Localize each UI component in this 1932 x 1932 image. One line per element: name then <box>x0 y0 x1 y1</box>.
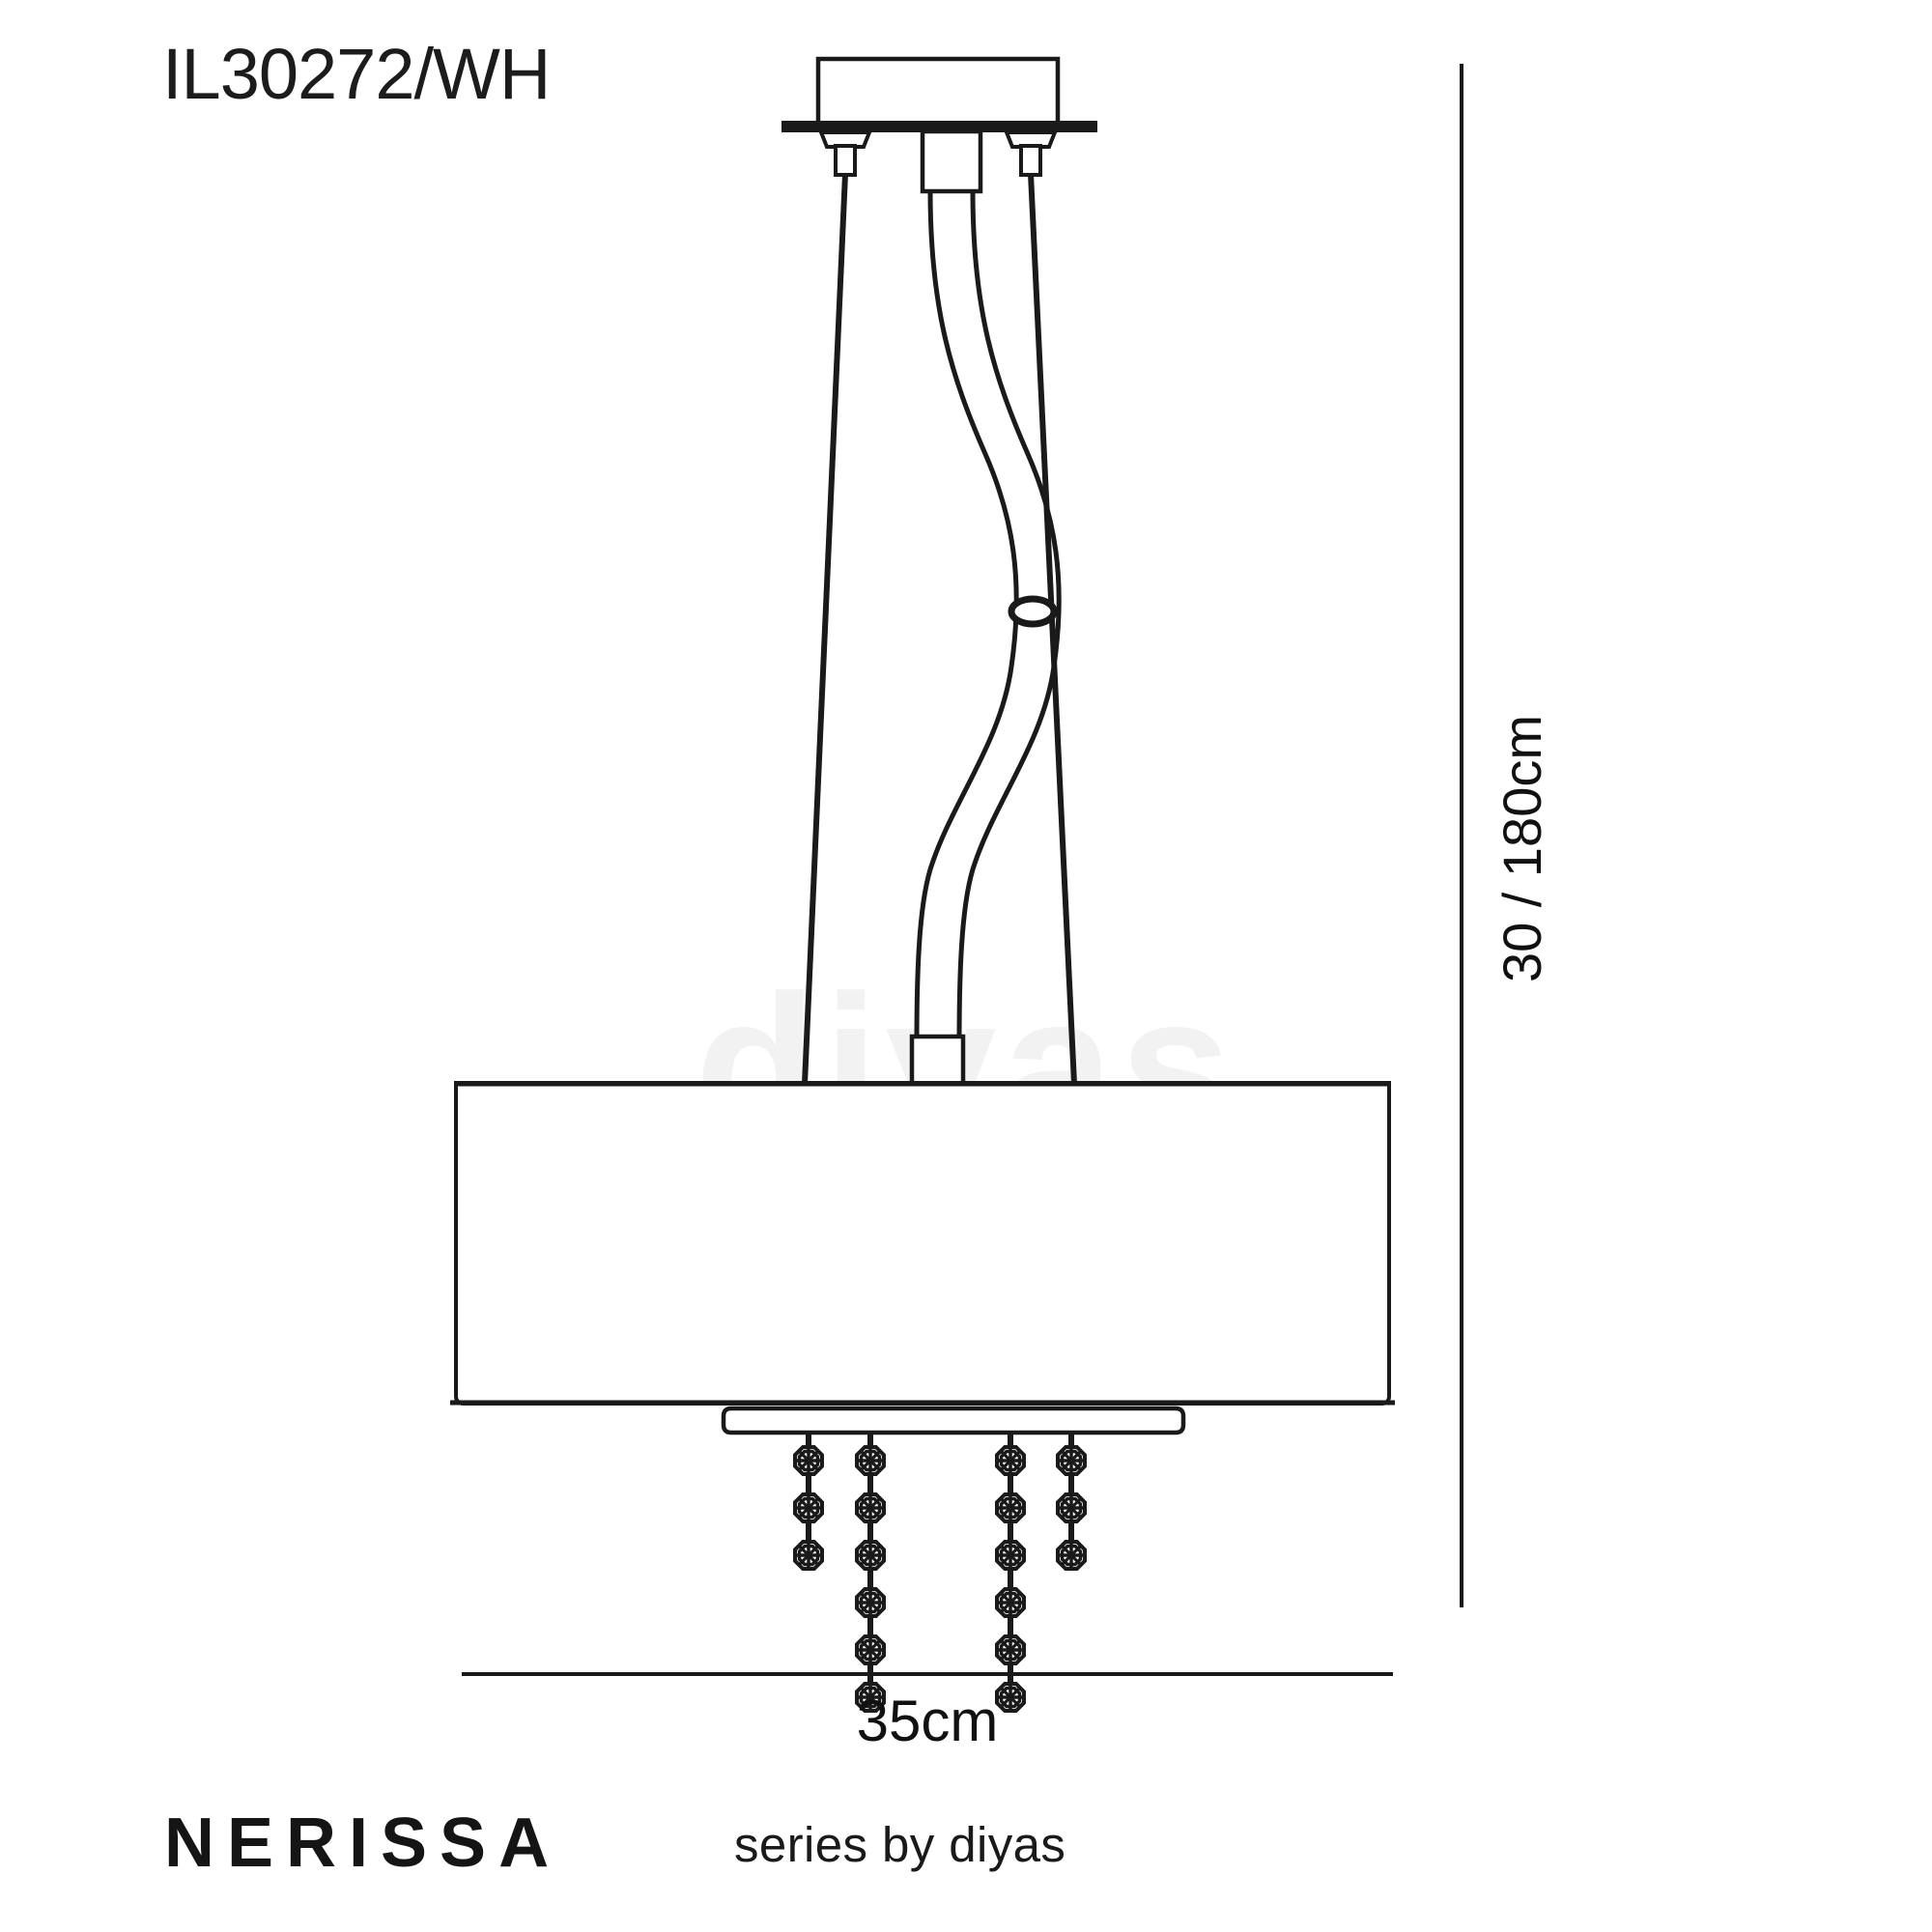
crystal-strand-1 <box>793 1433 824 1571</box>
dimension-width-label: 35cm <box>856 1689 999 1753</box>
cable-exit-block <box>920 128 983 194</box>
product-code-label: IL30272/WH <box>162 34 551 114</box>
left-suspension-wire <box>802 173 848 1085</box>
suspension-group <box>802 128 1077 1088</box>
cable-connector-block <box>909 1034 966 1088</box>
series-name-label: NERISSA <box>164 1804 562 1882</box>
drum-shade-body <box>454 1081 1391 1406</box>
series-by-label: series by diyas <box>734 1817 1066 1872</box>
right-suspension-wire <box>1028 173 1077 1085</box>
ceiling-mount-group <box>781 56 1097 132</box>
crystal-strand-2 <box>855 1433 886 1713</box>
ceiling-canopy-box <box>815 56 1061 129</box>
crystal-strand-4 <box>1056 1433 1087 1571</box>
crystal-mount-tray <box>721 1406 1186 1435</box>
crystal-strand-3 <box>995 1433 1026 1713</box>
power-cable-strand-left <box>914 190 1019 1084</box>
drum-shade-group <box>450 1081 1395 1406</box>
power-cable-strand-right <box>956 190 1062 1084</box>
dimension-height-label: 30 / 180cm <box>1492 715 1552 983</box>
left-wire-gripper <box>818 130 872 177</box>
cable-clip-ring <box>1008 595 1058 628</box>
right-wire-gripper <box>1004 130 1058 177</box>
